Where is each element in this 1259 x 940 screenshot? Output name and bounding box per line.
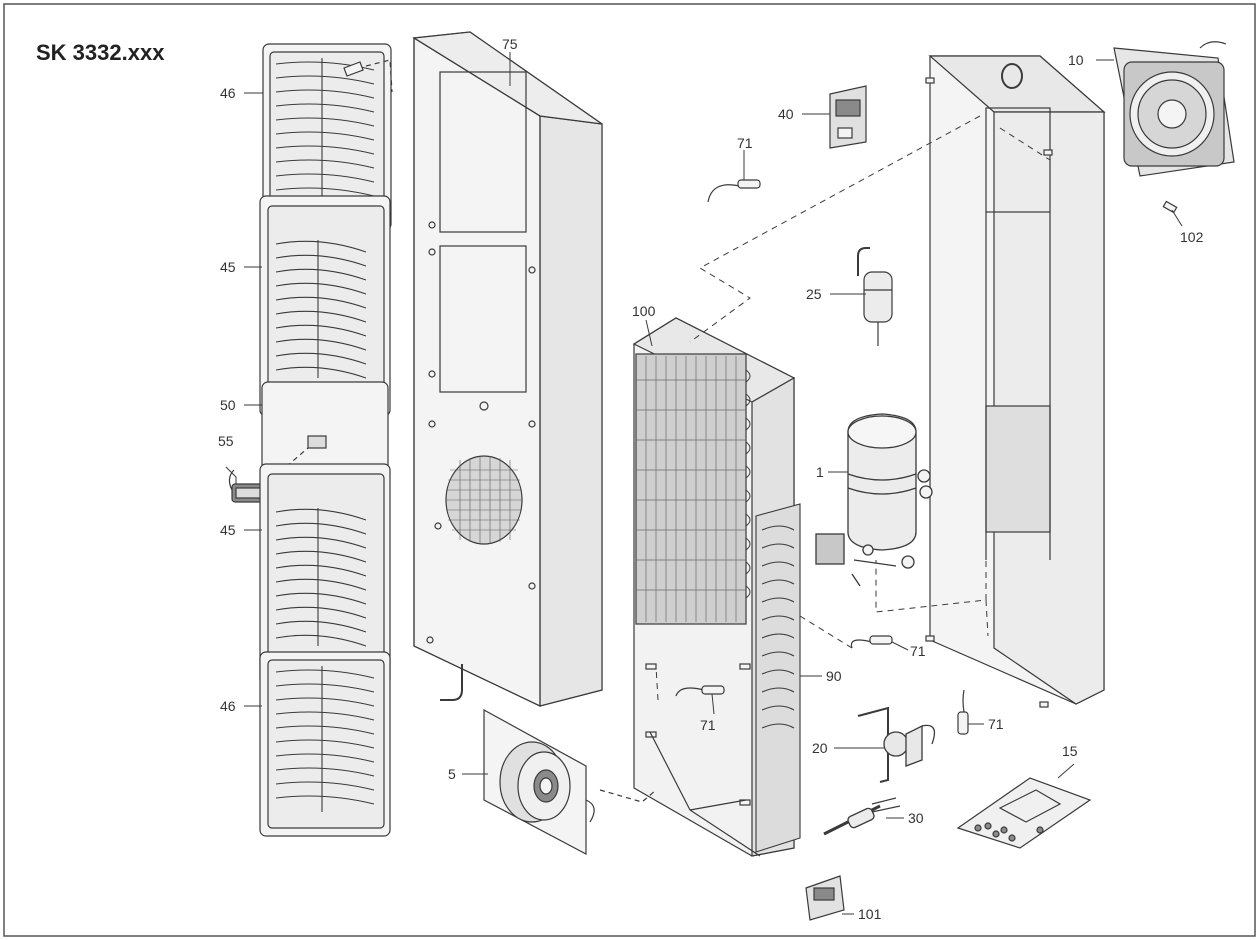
fuse-102 — [1162, 200, 1178, 214]
compressor-1 — [815, 413, 933, 587]
callout-102: 102 — [1180, 229, 1204, 245]
diagram-border — [3, 3, 1256, 937]
callout-30: 30 — [908, 810, 924, 826]
grille-panel-46-bottom — [259, 651, 391, 837]
callout-25: 25 — [806, 286, 822, 302]
diagram-title: SK 3332.xxx — [36, 40, 165, 65]
relay-40 — [829, 85, 867, 149]
evaporator-fan-10 — [1113, 41, 1235, 177]
terminal-101 — [805, 875, 845, 921]
accessory-bag-15 — [956, 777, 1092, 849]
expansion-valve-20 — [857, 706, 936, 783]
callout-15: 15 — [1062, 743, 1078, 759]
housing-frame — [925, 55, 1106, 708]
callout-75: 75 — [502, 36, 518, 52]
grille-panel-45-lower — [259, 463, 391, 687]
grille-panel-45-upper — [259, 195, 391, 417]
callout-90: 90 — [826, 668, 842, 684]
callout-46-bottom: 46 — [220, 698, 236, 714]
callout-100: 100 — [632, 303, 656, 319]
screw-75 — [343, 59, 393, 93]
capacitor-25 — [857, 247, 893, 346]
sensor-71a — [707, 179, 761, 203]
callout-101: 101 — [858, 906, 882, 922]
condenser-fan-5 — [483, 708, 657, 855]
callout-10: 10 — [1068, 52, 1084, 68]
callout-1: 1 — [816, 464, 824, 480]
housing-cover-75 — [412, 31, 603, 707]
sensor-71b — [850, 635, 893, 649]
callout-46-top: 46 — [220, 85, 236, 101]
callout-71-c: 71 — [700, 717, 716, 733]
sensor-71c — [675, 685, 725, 697]
coil-fins — [635, 353, 747, 625]
leader-lines — [225, 52, 1183, 915]
callout-71-d: 71 — [988, 716, 1004, 732]
assembly-dashed-lines — [655, 115, 1051, 701]
callout-20: 20 — [812, 740, 828, 756]
sensor-71d — [957, 689, 969, 735]
callout-71-a: 71 — [737, 135, 753, 151]
callout-55: 55 — [218, 433, 234, 449]
evaporator-coil-90 — [755, 503, 801, 853]
callout-45-upper: 45 — [220, 259, 236, 275]
callout-40: 40 — [778, 106, 794, 122]
callout-45-lower: 45 — [220, 522, 236, 538]
callout-71-b: 71 — [910, 643, 926, 659]
filter-dryer-30 — [823, 797, 901, 836]
grille-panel-46-top — [262, 43, 392, 231]
callout-50: 50 — [220, 397, 236, 413]
callout-5: 5 — [448, 766, 456, 782]
